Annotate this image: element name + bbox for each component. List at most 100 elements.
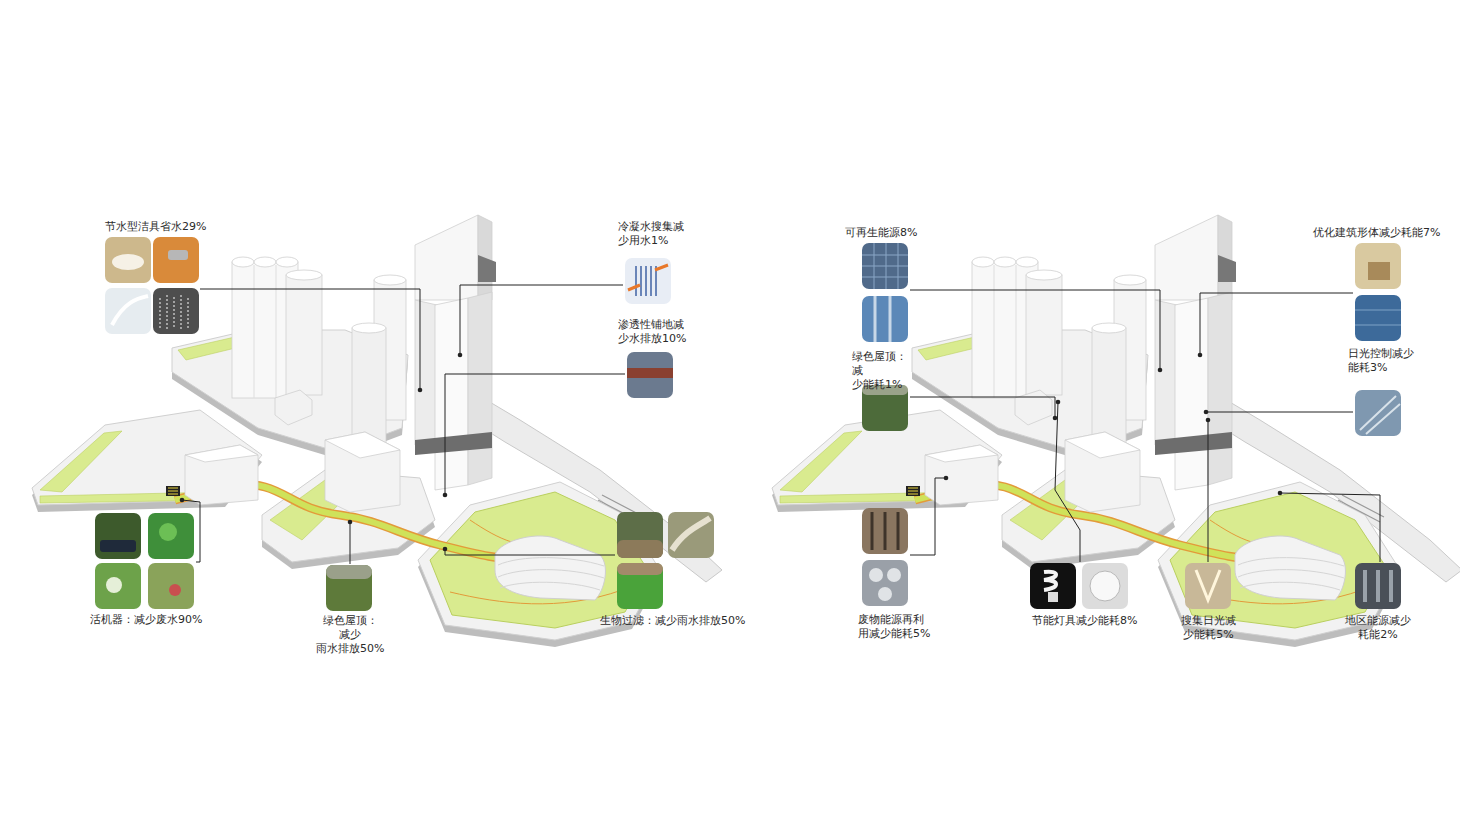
photo-detail — [862, 243, 908, 289]
photo-thumb — [1355, 243, 1401, 289]
photo-detail — [875, 296, 890, 342]
photo-thumb — [105, 288, 151, 334]
leader-lines — [182, 285, 1380, 564]
photo-detail — [1048, 592, 1058, 602]
callout-label: 节水型洁具省水29% — [105, 220, 206, 234]
photo-thumb — [627, 352, 673, 398]
photo-detail — [872, 512, 898, 550]
photo-detail — [869, 568, 883, 582]
photo-detail — [100, 540, 136, 552]
leader-dot — [443, 547, 448, 552]
photo-detail — [617, 563, 663, 575]
callout-label: 活机器：减少废水90% — [90, 613, 202, 627]
site-model-energy — [772, 215, 1460, 647]
leader-dot — [1278, 491, 1283, 496]
photo-thumb — [326, 565, 372, 611]
photo-thumb — [625, 258, 671, 304]
photo-detail — [1090, 571, 1120, 601]
leader-line — [910, 478, 946, 555]
photo-thumb — [668, 512, 714, 558]
callout-label: 绿色屋顶：减 少能耗1% — [852, 350, 907, 391]
photo-thumb — [1355, 563, 1401, 609]
photo-thumb — [148, 513, 194, 559]
photo-thumb — [862, 296, 908, 342]
leader-line — [1208, 420, 1209, 562]
leader-line — [200, 289, 420, 390]
photo-thumb — [862, 560, 908, 606]
photo-detail — [326, 565, 372, 579]
photo-thumb — [1355, 295, 1401, 341]
photo-detail — [112, 254, 144, 270]
leader-line — [445, 374, 625, 495]
callout-label: 生物过滤：减少雨水排放50% — [600, 614, 745, 628]
photo-thumb — [862, 243, 908, 289]
leader-dot — [458, 353, 463, 358]
leader-line — [1280, 493, 1380, 562]
photo-detail — [1196, 570, 1220, 600]
photo-detail — [159, 523, 177, 541]
leader-dot — [1158, 368, 1163, 373]
callout-label: 日光控制减少 能耗3% — [1348, 347, 1414, 375]
photo-detail — [1360, 396, 1400, 434]
callout-label: 可再生能源8% — [845, 226, 917, 240]
leader-line — [1055, 402, 1080, 562]
photo-thumb — [105, 237, 151, 283]
callout-label: 搜集日光减 少能耗5% — [1181, 614, 1236, 642]
leader-line — [445, 549, 615, 555]
photo-thumb — [95, 563, 141, 609]
photo-detail — [887, 568, 901, 582]
photo-detail — [168, 250, 188, 260]
photo-thumb — [1082, 563, 1128, 609]
leader-dot — [418, 388, 423, 393]
leader-line — [910, 397, 1055, 418]
leader-dot — [443, 493, 448, 498]
callout-label: 地区能源减少 耗能2% — [1345, 614, 1411, 642]
callout-label: 绿色屋顶：减少 雨水排放50% — [316, 614, 384, 655]
photo-detail — [112, 296, 148, 325]
photo-detail — [878, 587, 892, 601]
callout-label: 优化建筑形体减少耗能7% — [1313, 226, 1440, 240]
photo-detail — [160, 295, 188, 330]
site-model-water — [32, 215, 722, 647]
leader-dot — [1198, 353, 1203, 358]
leader-dots — [180, 353, 1283, 552]
photo-detail — [672, 518, 710, 550]
photo-thumb — [1355, 390, 1401, 436]
callout-label: 废物能源再利 用减少能耗5% — [858, 613, 930, 641]
leader-dot — [1053, 416, 1058, 421]
photo-detail — [617, 540, 663, 558]
leader-line — [350, 522, 351, 564]
photo-detail — [1365, 570, 1391, 602]
photo-thumb — [862, 508, 908, 554]
photo-detail — [1368, 262, 1390, 280]
leader-dot — [1056, 400, 1061, 405]
callout-label: 渗透性铺地减 少水排放10% — [618, 318, 686, 346]
photo-detail — [628, 265, 668, 290]
photo-detail — [1044, 572, 1056, 590]
photo-thumb — [617, 563, 663, 609]
leader-line — [460, 285, 623, 355]
photo-thumb — [95, 513, 141, 559]
photo-thumbnails — [95, 237, 1401, 611]
leader-dot — [180, 498, 185, 503]
leader-dot — [348, 520, 353, 525]
callout-label: 冷凝水搜集减 少用水1% — [618, 220, 684, 248]
leader-dot — [944, 476, 949, 481]
photo-detail — [636, 266, 656, 296]
photo-thumb — [1185, 563, 1231, 609]
photo-thumb — [153, 237, 199, 283]
photo-thumb — [153, 288, 199, 334]
photo-thumb — [617, 512, 663, 558]
photo-thumb — [1030, 563, 1076, 609]
leader-line — [910, 290, 1160, 370]
photo-thumb — [862, 385, 908, 431]
photo-detail — [106, 577, 122, 593]
leader-line — [1206, 412, 1353, 413]
photo-detail — [1355, 310, 1401, 325]
photo-thumb — [148, 563, 194, 609]
leader-line — [1200, 293, 1353, 355]
leader-dot — [1204, 410, 1209, 415]
photo-detail — [627, 368, 673, 378]
leader-dot — [1206, 418, 1211, 423]
